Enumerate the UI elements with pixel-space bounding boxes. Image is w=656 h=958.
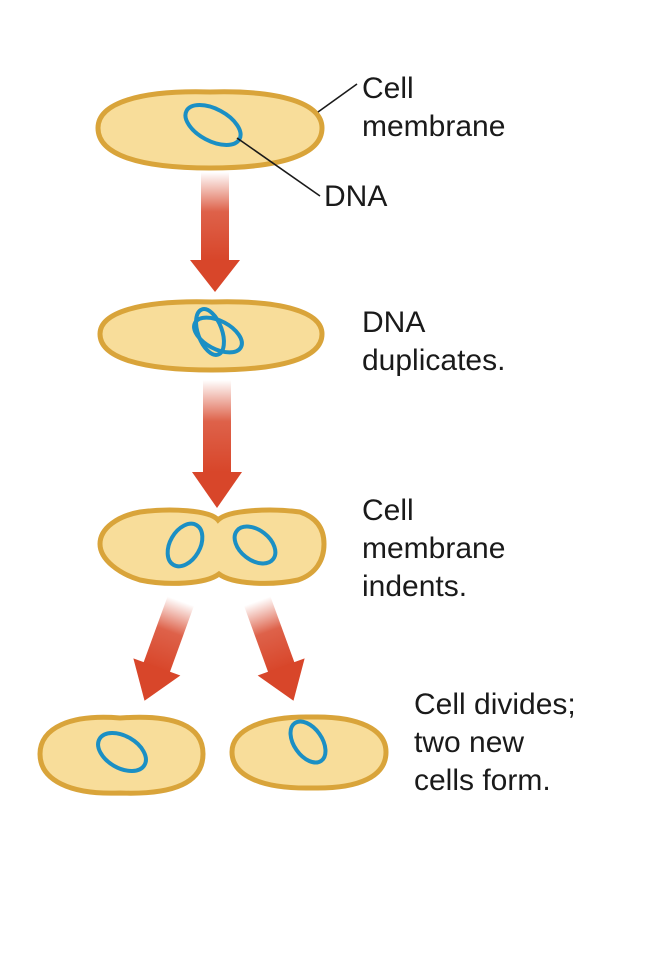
dna-loop-4b xyxy=(288,719,328,765)
label-dna: DNA xyxy=(324,178,387,216)
arrow-2 xyxy=(192,380,242,508)
label-membrane-indents: Cell membrane indents. xyxy=(362,492,505,606)
label-cell-divides: Cell divides; two new cells form. xyxy=(414,686,576,800)
label-dna-text: DNA xyxy=(324,180,388,213)
label-cell-divides-line-2: two new xyxy=(414,726,525,759)
label-membrane-indents-line-2: membrane xyxy=(362,532,506,565)
label-cell-divides-line-1: Cell divides; xyxy=(414,688,576,721)
label-dna-duplicates: DNA duplicates. xyxy=(362,304,505,380)
stage-4-right-cell xyxy=(229,714,389,791)
stage-2-cell xyxy=(97,299,325,373)
label-membrane-indents-line-3: indents. xyxy=(362,570,468,603)
dna-loop-2b xyxy=(192,315,244,355)
label-dna-duplicates-line-2: duplicates. xyxy=(362,344,506,377)
label-dna-duplicates-line-1: DNA xyxy=(362,306,426,339)
dna-loop-3b xyxy=(232,524,278,566)
cell-membrane-3 xyxy=(97,507,327,586)
cell-membrane-leader xyxy=(317,83,358,113)
label-cell-divides-line-3: cells form. xyxy=(414,764,551,797)
cell-membrane-4a xyxy=(37,714,206,796)
dna-loop-3a xyxy=(165,521,205,569)
cell-membrane-4b xyxy=(229,714,389,791)
stage-3-cell xyxy=(97,507,327,586)
arrow-1 xyxy=(190,172,240,292)
arrow-3-left xyxy=(133,596,194,701)
arrow-3-right xyxy=(244,596,305,701)
stage-4-left-cell xyxy=(37,714,206,796)
label-cell-membrane-line-2: membrane xyxy=(362,110,506,143)
label-membrane-indents-line-1: Cell xyxy=(362,494,414,527)
stage-1-cell xyxy=(95,89,325,171)
label-cell-membrane: Cell membrane xyxy=(362,70,505,146)
cell-membrane-2 xyxy=(97,299,325,373)
dna-loop-4a xyxy=(96,731,148,773)
label-cell-membrane-line-1: Cell xyxy=(362,72,414,105)
cell-membrane-1 xyxy=(95,89,325,171)
dna-leader xyxy=(236,137,321,197)
